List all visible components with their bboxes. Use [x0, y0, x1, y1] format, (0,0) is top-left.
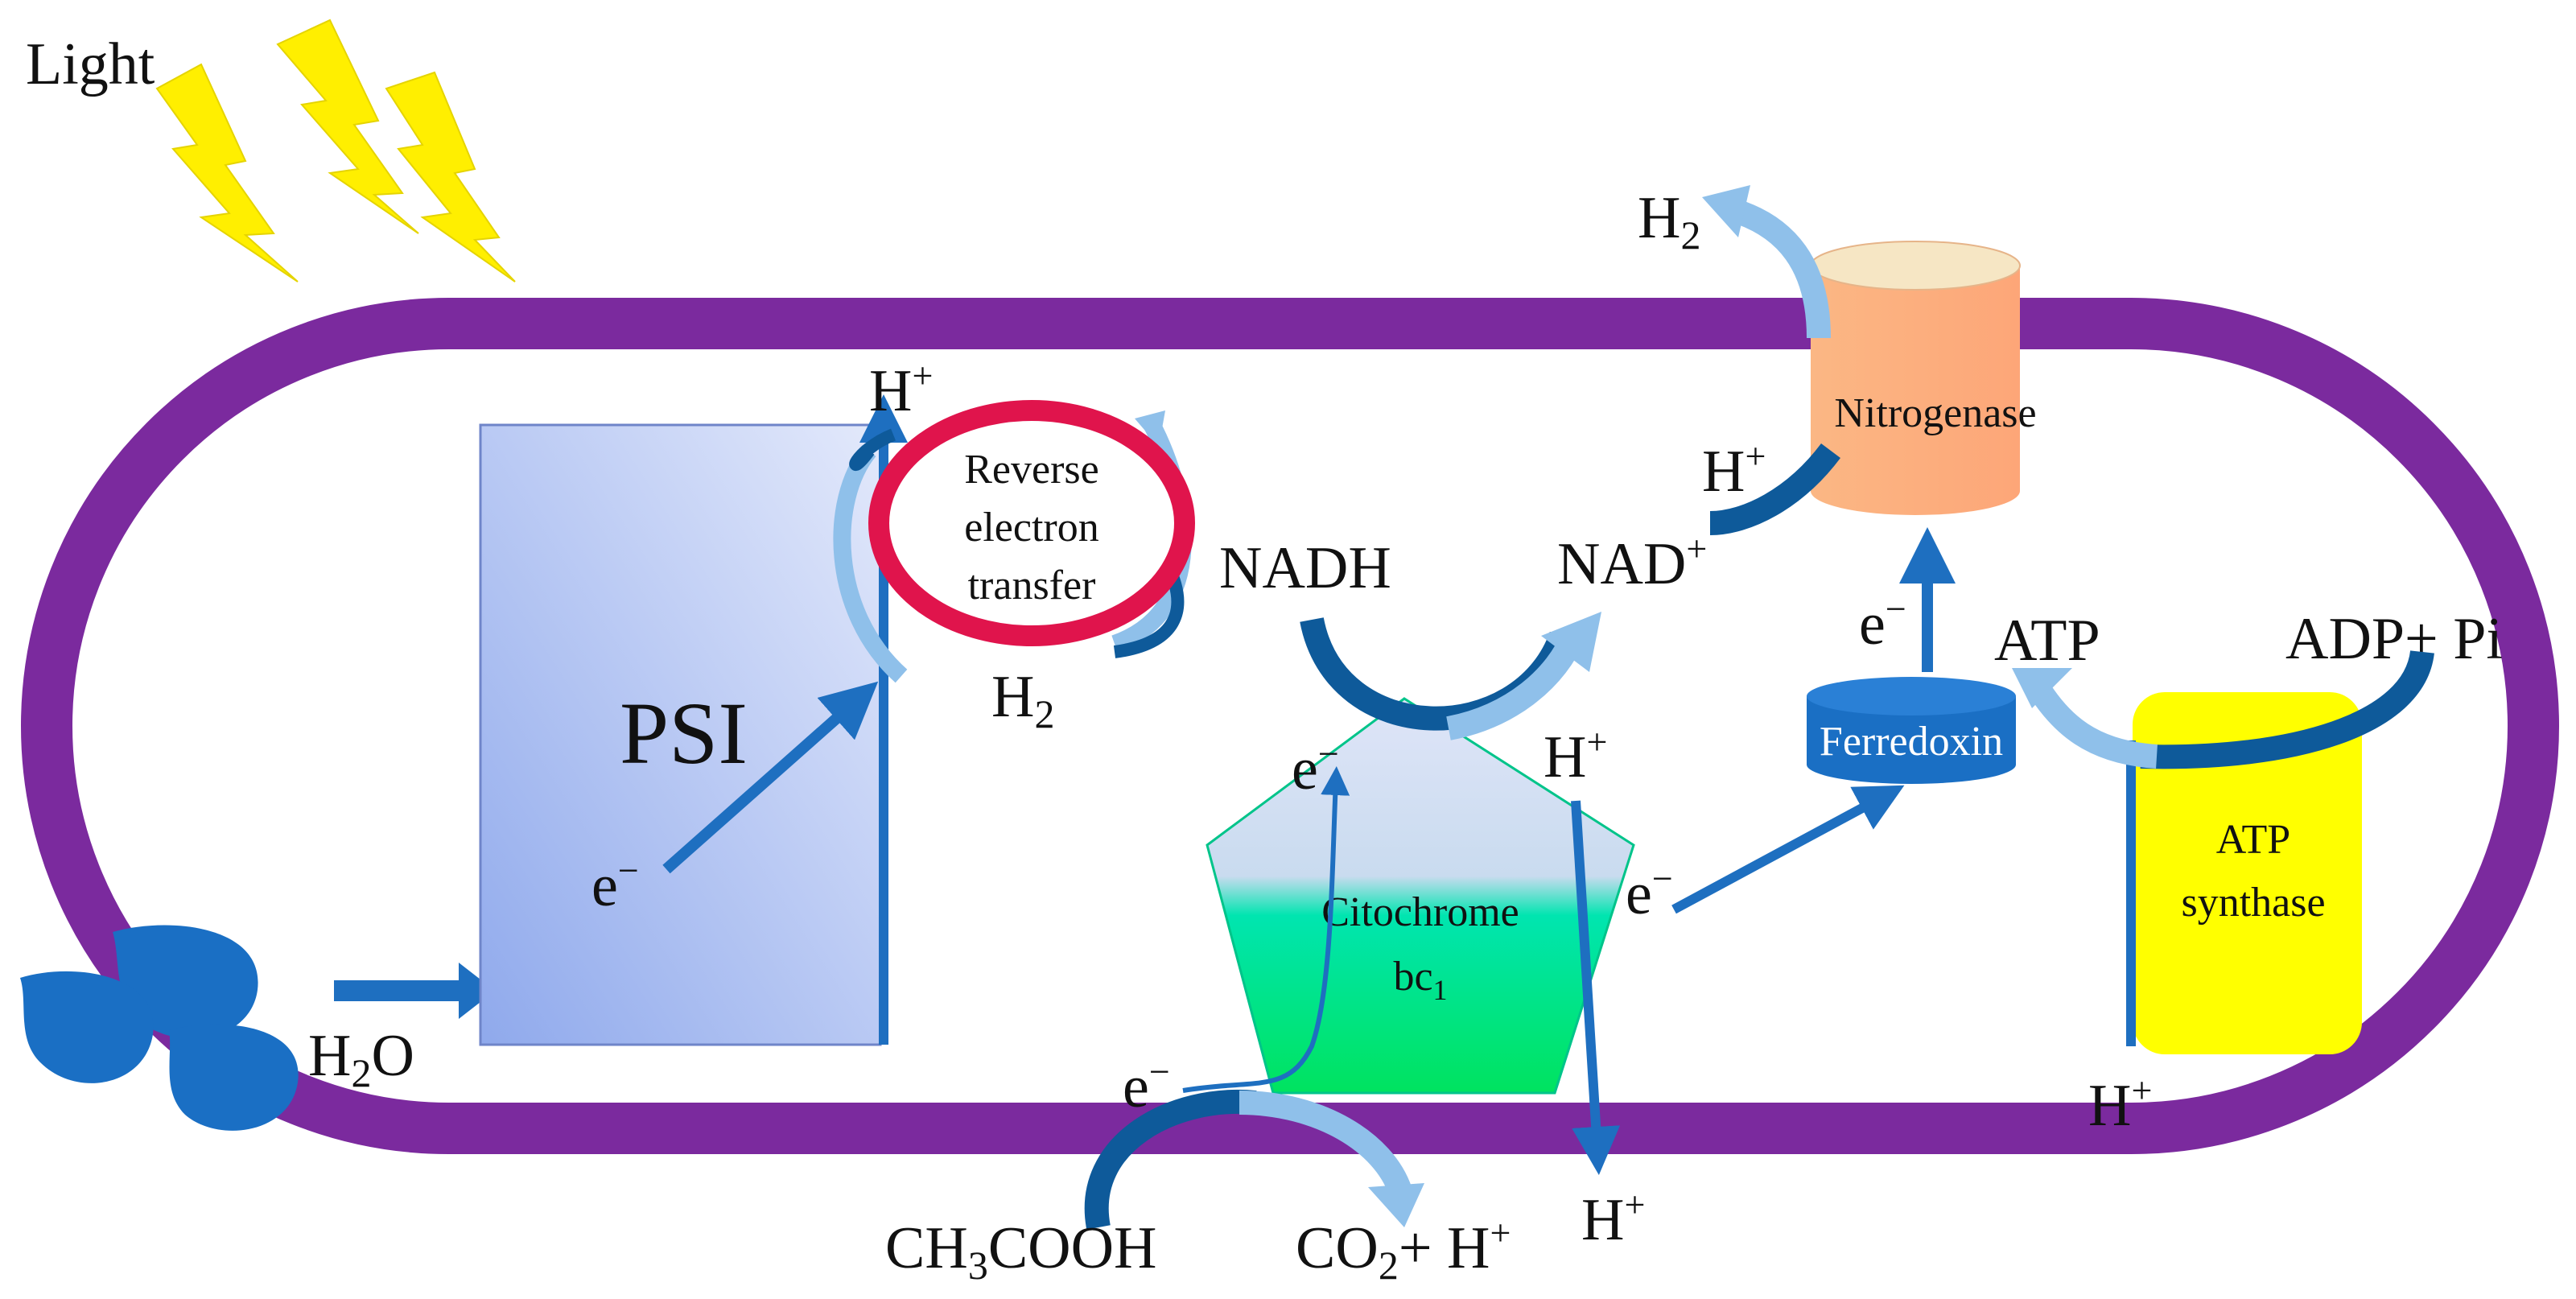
cyto-hplus-bottom-label: H+: [1581, 1184, 1645, 1253]
reverse-electron-transfer: [868, 400, 1195, 646]
cyto-hplus-top-label: H+: [1544, 721, 1607, 790]
nitrogenase: [1810, 241, 2021, 515]
psi-electron-arrow: [662, 681, 879, 874]
adp-curve: [2140, 650, 2434, 769]
nitro-proton-curve: [1709, 443, 1840, 535]
atp-synthase: [2133, 692, 2362, 1054]
reverse-label-3: transfer: [968, 563, 1096, 608]
ferredoxin-electron-label: e−: [1626, 858, 1673, 927]
nad-plus-label: NAD+: [1557, 528, 1707, 597]
reverse-label-2: electron: [964, 505, 1098, 551]
acetate-electron-label: e−: [1123, 1051, 1170, 1120]
reverse-left-curve: [833, 444, 908, 683]
cyto-proton-arrow: [1571, 800, 1621, 1175]
lightning-icon: [155, 19, 516, 282]
ferredoxin-input-arrow: [1671, 785, 1905, 914]
acetate-curve: [1084, 1089, 1257, 1230]
cyto-electron-label: e−: [1292, 733, 1339, 802]
cytochrome-label-1: Citochrome: [1321, 889, 1519, 935]
acetate-label: CH3COOH: [885, 1215, 1157, 1288]
svg-text:H2O: H2O: [308, 1023, 414, 1095]
cell-membrane: [21, 298, 2559, 1154]
reverse-h2-label: H2: [991, 664, 1054, 736]
atp-synthase-label-1: ATP: [2216, 817, 2290, 863]
atp-hplus-label: H+: [2088, 1070, 2152, 1139]
reverse-label-1: Reverse: [964, 447, 1098, 493]
co2-label: CO2+ H+: [1296, 1212, 1511, 1288]
nitro-electron-label: e−: [1859, 588, 1906, 658]
atp-label: ATP: [1994, 608, 2100, 674]
nadh-label: NADH: [1219, 535, 1391, 601]
psi-label: PSI: [620, 684, 748, 782]
psi-hplus-label: H+: [869, 355, 933, 424]
atp-synthase-label-2: synthase: [2181, 880, 2325, 926]
atp-curve: [2026, 678, 2158, 769]
water-drop-icon: [20, 925, 299, 1131]
ferredoxin: [1807, 677, 2016, 784]
psi-electron-label: e−: [591, 850, 639, 919]
nitro-h2-curve: [1726, 197, 1831, 339]
light-label: Light: [26, 31, 155, 97]
acetate-electron-arrow: [1182, 766, 1350, 1093]
nitrogenase-label: Nitrogenase: [1834, 390, 2036, 436]
water-input-arrow: [334, 963, 495, 1019]
ferredoxin-label: Ferredoxin: [1820, 719, 2003, 765]
nitro-h2-label: H2: [1638, 185, 1700, 258]
h2o-label: H2O: [308, 1023, 414, 1095]
adp-pi-label: ADP+ Pi: [2285, 606, 2503, 672]
cytochrome-label-2: bc1: [1393, 954, 1447, 1006]
nitro-hplus-label: H+: [1702, 435, 1766, 505]
cytochrome-bc1: [1206, 697, 1635, 1095]
